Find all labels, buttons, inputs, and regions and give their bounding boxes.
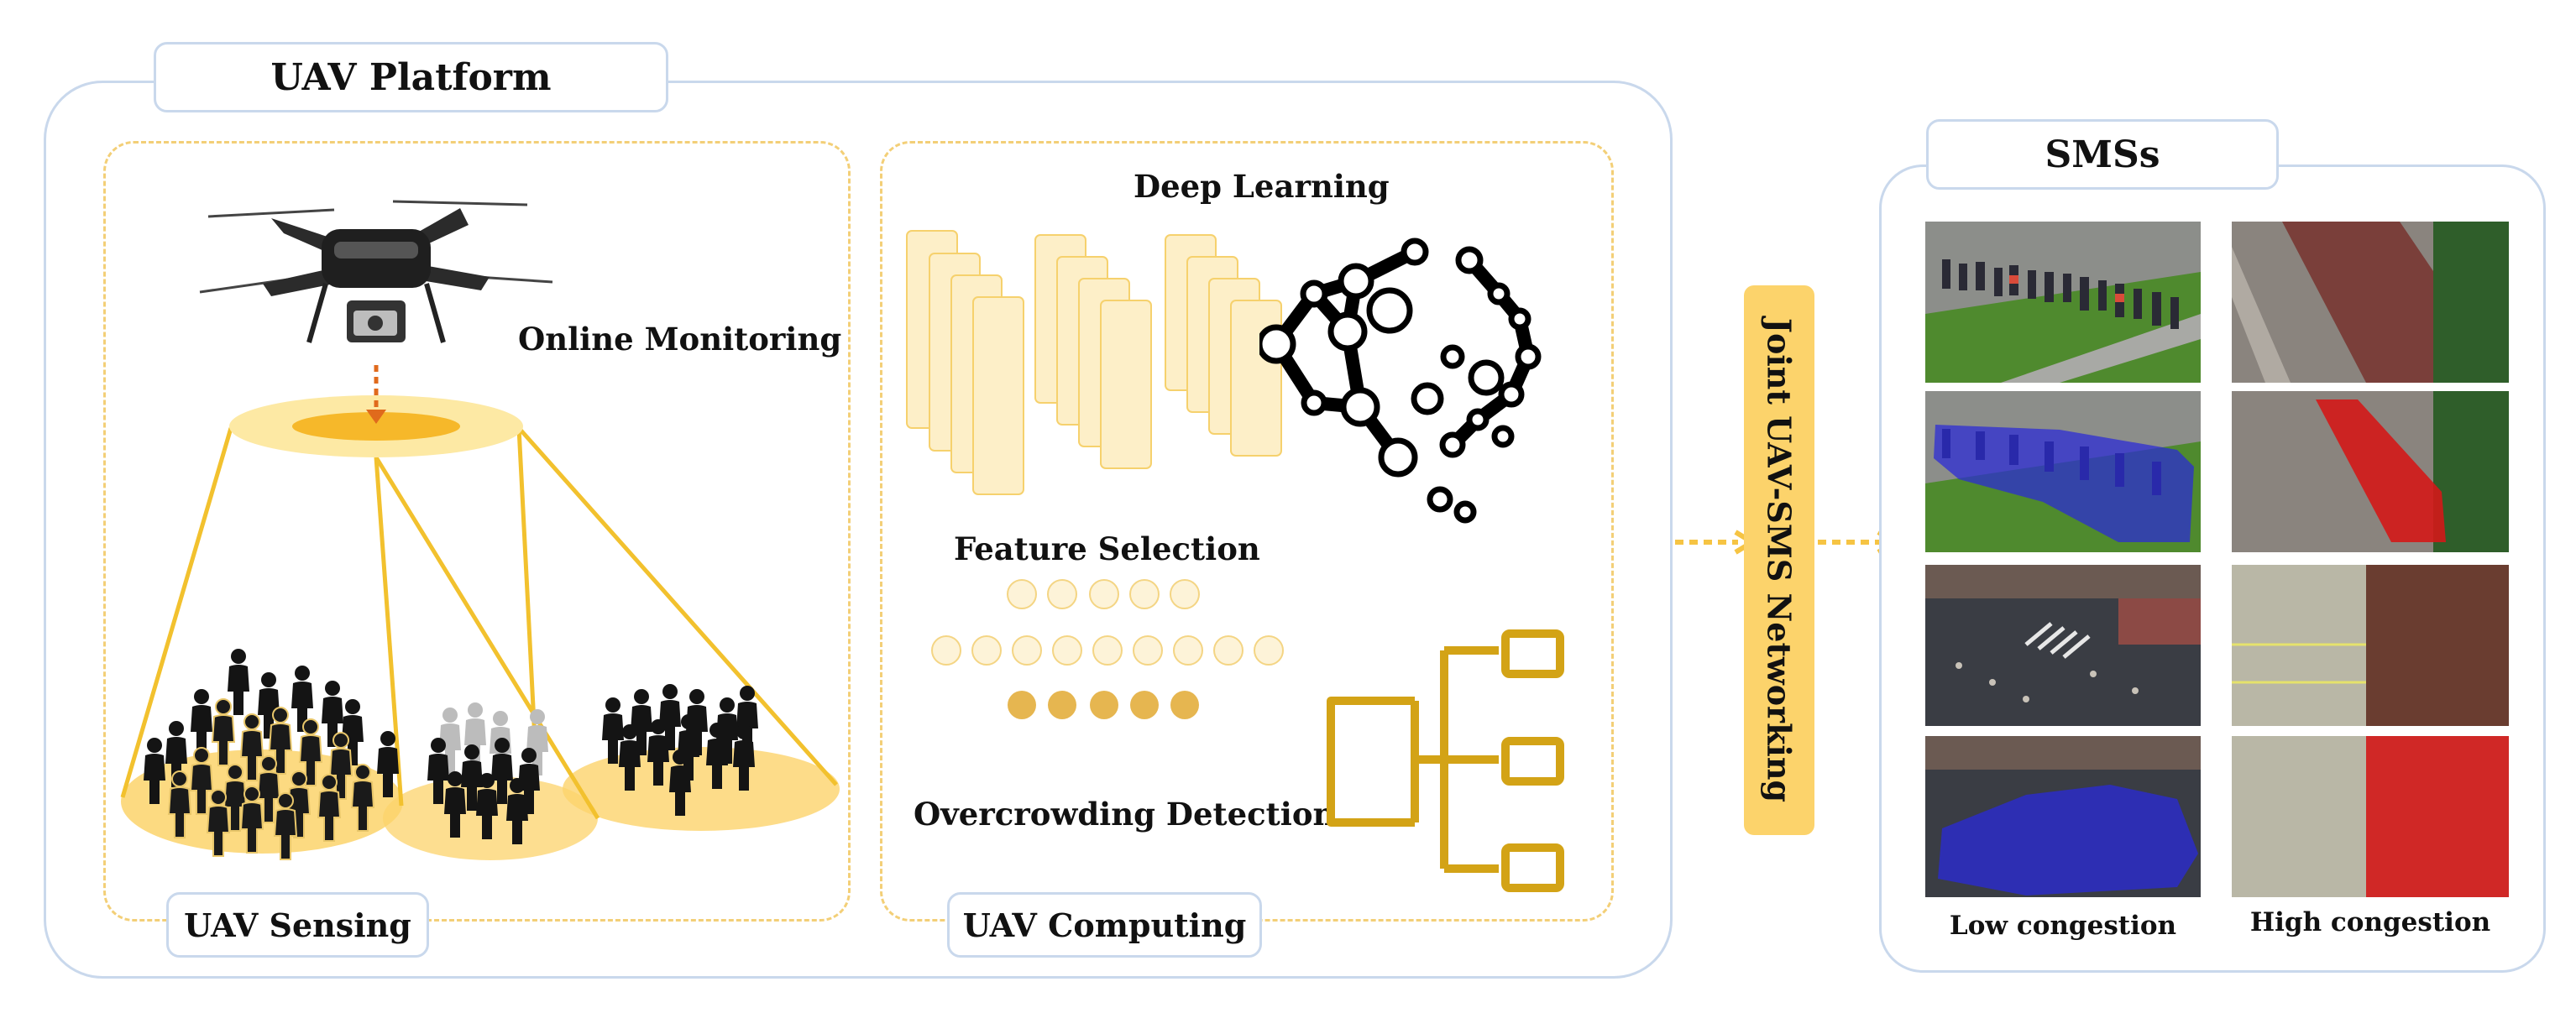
overcrowding-detection-label: Overcrowding Detection [914,796,1336,833]
cnn-layers-icon [906,230,1282,495]
low-congestion-caption: Low congestion [1949,911,2177,941]
low-congestion-photo-3 [1925,565,2201,726]
uav-sensing-label: UAV Sensing [166,892,429,958]
high-congestion-photo-3 [2232,565,2509,726]
online-monitoring-label: Online Monitoring [518,321,842,358]
high-congestion-photo-4 [2232,736,2509,897]
joint-networking-label: Joint UAV-SMS Networking [1760,317,1798,803]
joint-networking-box: Joint UAV-SMS Networking [1744,285,1814,835]
feature-dots-icon [931,579,1284,719]
crowd-icon [144,649,758,860]
uav-sensing-region [103,141,851,922]
low-congestion-photo-1 [1925,222,2201,383]
deep-learning-label: Deep Learning [1134,168,1390,205]
uav-platform-title: UAV Platform [154,42,668,112]
high-congestion-photo-2 [2232,391,2509,552]
low-congestion-photo-4 [1925,736,2201,897]
sms-title: SMSs [1926,119,2279,190]
low-congestion-photo-2 [1925,391,2201,552]
arrow-icon [1675,530,1755,555]
uav-computing-label: UAV Computing [947,892,1262,958]
feature-selection-label: Feature Selection [954,530,1260,567]
high-congestion-caption: High congestion [2249,907,2491,937]
drone-icon [199,200,553,343]
neural-network-icon [1259,238,1542,524]
tree-diagram-icon [1327,629,1564,892]
high-congestion-photo-1 [2232,222,2509,383]
